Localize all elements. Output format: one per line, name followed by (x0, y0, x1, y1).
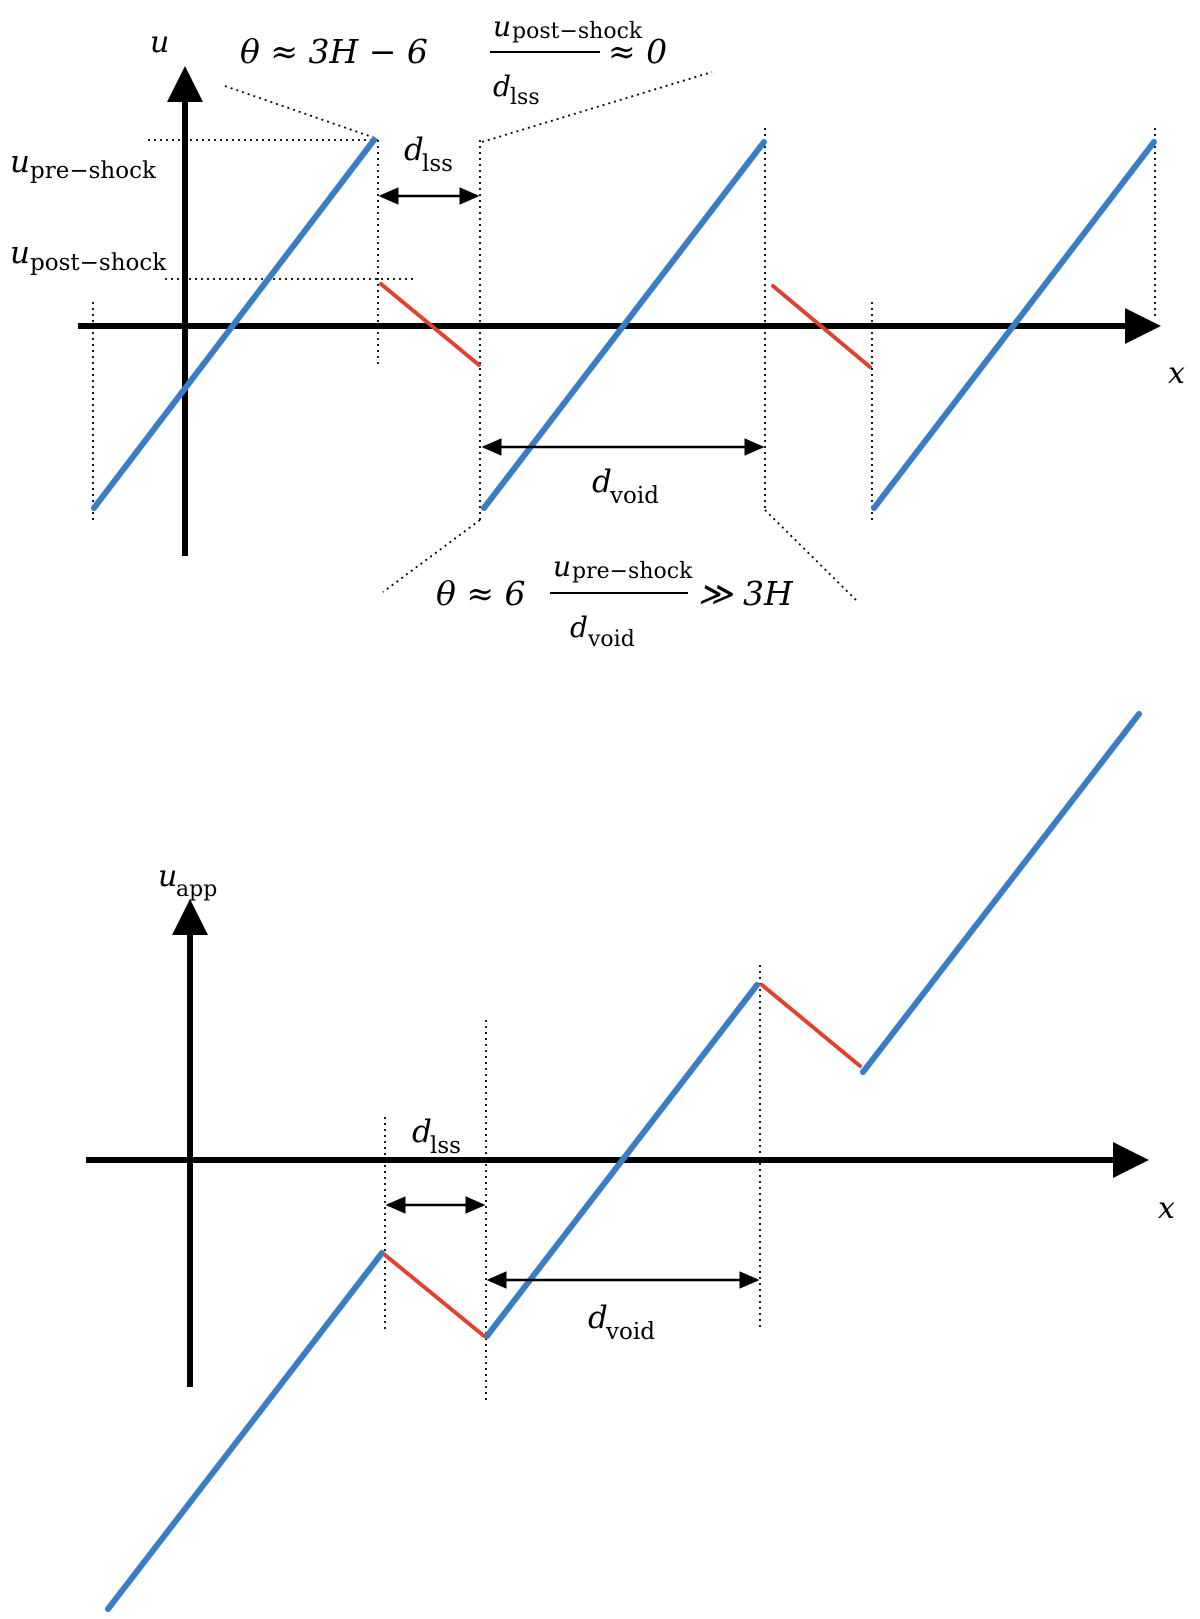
top-dvoid-label: d void (592, 464, 659, 509)
svg-text:post−shock: post−shock (30, 250, 167, 276)
svg-text:d: d (588, 1300, 608, 1336)
svg-text:u: u (10, 144, 30, 180)
bottom-shock-segment-1 (383, 1253, 486, 1338)
top-shock-segment-2 (771, 284, 872, 369)
svg-text:θ ≈ 3H − 6: θ ≈ 3H − 6 (240, 32, 428, 71)
svg-text:d: d (592, 464, 612, 500)
top-guides (92, 71, 1156, 603)
svg-text:void: void (605, 1319, 655, 1345)
bottom-velocity-segment-1 (105, 1250, 385, 1612)
svg-text:pre−shock: pre−shock (572, 559, 693, 584)
svg-text:u: u (158, 859, 177, 894)
u-pre-shock-label: u pre−shock (10, 144, 157, 184)
equation-bottom: θ ≈ 6 u pre−shock d void ≫ 3H (436, 550, 794, 652)
svg-text:≈ 0: ≈ 0 (608, 32, 667, 71)
svg-text:u: u (10, 235, 30, 271)
top-shock-segment-1 (379, 282, 481, 367)
svg-text:app: app (176, 877, 217, 902)
svg-text:d: d (404, 132, 424, 168)
svg-text:u: u (493, 10, 511, 43)
svg-text:≫ 3H: ≫ 3H (698, 574, 794, 613)
svg-text:lss: lss (510, 85, 540, 110)
svg-text:d: d (412, 1114, 432, 1150)
svg-text:u: u (553, 550, 571, 583)
top-velocity-segment-1 (91, 137, 377, 511)
u-post-shock-label: u post−shock (10, 235, 167, 276)
top-x-axis-label: x (1168, 356, 1185, 391)
bottom-panel: u app x d lss d void (86, 711, 1175, 1612)
bottom-y-axis-label: u app (158, 859, 217, 902)
top-velocity-segment-3 (871, 139, 1157, 511)
bottom-guides (384, 965, 761, 1400)
bottom-dvoid-label: d void (588, 1300, 655, 1345)
bottom-dlss-label: d lss (412, 1114, 461, 1159)
top-y-axis-label: u (150, 25, 169, 60)
svg-text:lss: lss (422, 151, 453, 177)
svg-text:lss: lss (430, 1133, 461, 1159)
svg-text:d: d (493, 70, 511, 103)
svg-text:void: void (587, 627, 635, 652)
top-panel: u x u pre−shock u post−shock d lss d voi… (10, 10, 1185, 652)
svg-text:void: void (609, 483, 659, 509)
svg-text:d: d (570, 611, 588, 644)
svg-text:post−shock: post−shock (512, 19, 643, 44)
top-dlss-label: d lss (404, 132, 453, 177)
bottom-shock-segment-2 (760, 983, 862, 1068)
equation-top: θ ≈ 3H − 6 u post−shock d lss ≈ 0 (240, 10, 667, 110)
bottom-velocity-segment-3 (860, 711, 1142, 1075)
svg-text:θ ≈ 6: θ ≈ 6 (436, 574, 526, 613)
svg-text:pre−shock: pre−shock (30, 158, 157, 184)
bottom-x-axis-label: x (1158, 1191, 1175, 1226)
